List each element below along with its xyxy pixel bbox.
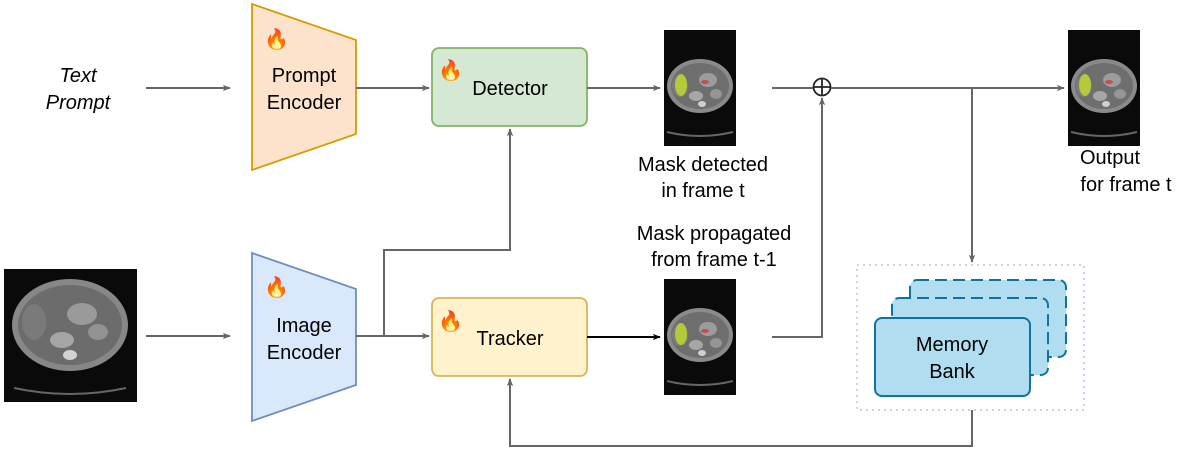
output-caption-line1: Output bbox=[1080, 147, 1140, 169]
output-mask-image bbox=[1068, 30, 1140, 146]
detected-caption-line2: in frame t bbox=[661, 180, 745, 202]
memory-bank-label-line2: Bank bbox=[929, 361, 976, 383]
detector-label: Detector bbox=[472, 78, 548, 100]
detected-caption-line1: Mask detected bbox=[638, 154, 768, 176]
memory-bank-box bbox=[874, 317, 1031, 397]
input-ct-image bbox=[4, 269, 137, 402]
arrow-propagated-to-combine bbox=[772, 97, 826, 338]
fire-icon: 🔥 bbox=[438, 309, 463, 333]
text-prompt-label-line2: Prompt bbox=[46, 92, 112, 114]
image-encoder-label-line1: Image bbox=[276, 315, 332, 337]
fire-icon: 🔥 bbox=[264, 275, 289, 299]
arrow-memory-to-tracker bbox=[506, 378, 973, 447]
output-caption-line2: for frame t bbox=[1080, 174, 1172, 196]
fire-icon: 🔥 bbox=[438, 58, 463, 82]
propagated-mask-image bbox=[664, 279, 736, 395]
tracker-label: Tracker bbox=[476, 328, 543, 350]
combine-icon bbox=[812, 77, 832, 97]
prompt-encoder-label-line1: Prompt bbox=[272, 65, 337, 87]
image-encoder-shape bbox=[251, 251, 357, 423]
fire-icon: 🔥 bbox=[264, 27, 289, 51]
memory-bank-label-line1: Memory bbox=[916, 334, 988, 356]
text-prompt-label-line1: Text bbox=[59, 65, 98, 87]
arrow-image-encoder-to-detector bbox=[383, 128, 514, 336]
propagated-caption-line1: Mask propagated bbox=[637, 223, 792, 245]
image-encoder-label-line2: Encoder bbox=[267, 342, 342, 364]
detected-mask-image bbox=[664, 30, 736, 146]
prompt-encoder-shape bbox=[251, 2, 357, 172]
prompt-encoder-label-line2: Encoder bbox=[267, 92, 342, 114]
propagated-caption-line2: from frame t-1 bbox=[651, 249, 777, 271]
